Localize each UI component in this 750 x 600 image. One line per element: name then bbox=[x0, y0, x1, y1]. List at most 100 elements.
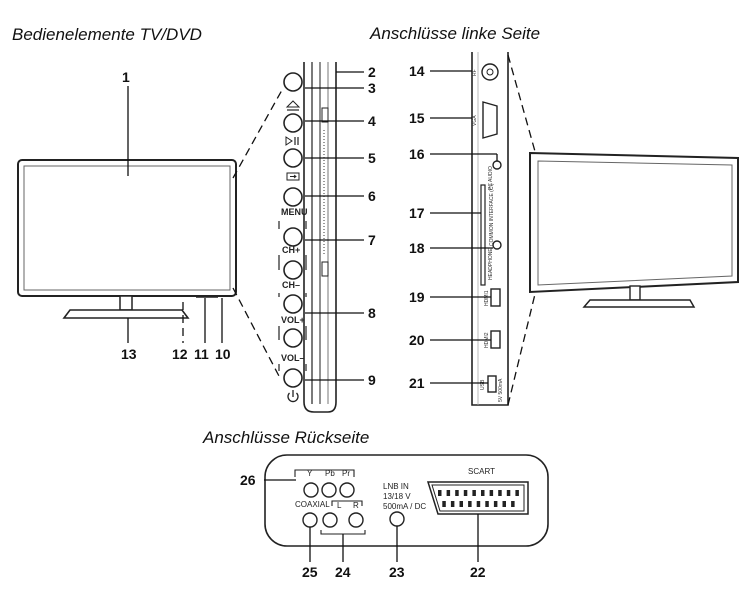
callout-11: 11 bbox=[194, 346, 209, 362]
scart-pin bbox=[506, 490, 511, 496]
scart-pin bbox=[498, 490, 502, 496]
usb-port bbox=[487, 375, 497, 393]
scart-pin bbox=[463, 490, 468, 496]
button-vol-plus[interactable] bbox=[283, 294, 303, 314]
callout-16: 16 bbox=[409, 146, 425, 162]
tv-front bbox=[17, 159, 237, 319]
title-controls: Bedienelemente TV/DVD bbox=[12, 25, 202, 44]
label-lnb-2: 13/18 V bbox=[383, 492, 411, 501]
lnb-jack bbox=[389, 511, 405, 527]
pc-audio-jack bbox=[492, 160, 502, 170]
scart-pin bbox=[442, 501, 446, 507]
scart-pin bbox=[502, 501, 506, 507]
audio-r-jack bbox=[348, 512, 364, 528]
label-y: Y bbox=[307, 469, 313, 478]
button-vol-minus[interactable] bbox=[283, 328, 303, 348]
label-ch-minus: CH– bbox=[282, 280, 300, 290]
label-vga: VGA bbox=[472, 115, 478, 126]
callout-8: 8 bbox=[368, 305, 376, 321]
vga-port bbox=[482, 101, 498, 139]
callout-13: 13 bbox=[121, 346, 137, 362]
callout-6: 6 bbox=[368, 188, 376, 204]
side-button-panel bbox=[303, 62, 337, 413]
callout-24: 24 bbox=[335, 564, 351, 580]
scart-pin bbox=[472, 490, 476, 496]
label-lnb-1: LNB IN bbox=[383, 482, 409, 491]
headphone-jack bbox=[492, 240, 502, 250]
scart-pin bbox=[438, 490, 442, 496]
scart-pin bbox=[493, 501, 498, 507]
scart-pin bbox=[476, 501, 481, 507]
label-usb-power: 5V 500mA bbox=[498, 378, 504, 402]
coaxial-jack bbox=[302, 512, 318, 528]
scart-pin bbox=[450, 501, 455, 507]
label-coaxial: COAXIAL bbox=[295, 500, 330, 509]
callout-25: 25 bbox=[302, 564, 318, 580]
power-icon bbox=[287, 390, 299, 403]
label-r: R bbox=[353, 501, 359, 510]
title-left-side: Anschlüsse linke Seite bbox=[369, 24, 540, 43]
label-vol-minus: VOL– bbox=[281, 353, 305, 363]
ci-slot bbox=[480, 184, 486, 286]
eject-icon bbox=[285, 100, 301, 111]
callout-2: 2 bbox=[368, 64, 376, 80]
tv-side-view bbox=[529, 151, 739, 308]
callout-21: 21 bbox=[409, 375, 425, 391]
callout-5: 5 bbox=[368, 150, 376, 166]
scart-pin bbox=[455, 490, 459, 496]
scart-pin bbox=[489, 490, 494, 496]
rear-panel: Y Pb Pr L R COAXIAL LNB IN 13/18 V 500mA… bbox=[264, 454, 549, 547]
scart-pin bbox=[446, 490, 451, 496]
title-rear: Anschlüsse Rückseite bbox=[202, 428, 369, 447]
label-l: L bbox=[337, 501, 342, 510]
callout-4: 4 bbox=[368, 113, 376, 129]
callout-14: 14 bbox=[409, 63, 425, 79]
callout-17: 17 bbox=[409, 205, 425, 221]
label-hdmi1: HDMI1 bbox=[484, 290, 490, 306]
callout-23: 23 bbox=[389, 564, 405, 580]
scart-pin bbox=[515, 490, 519, 496]
button-play-pause[interactable] bbox=[283, 113, 303, 133]
scart-pin bbox=[459, 501, 463, 507]
label-pb: Pb bbox=[325, 469, 335, 478]
label-ch-plus: CH+ bbox=[282, 245, 300, 255]
label-rf: RF bbox=[472, 69, 478, 76]
pb-jack bbox=[321, 482, 337, 498]
label-ci: COMMON INTERFACE (CI) bbox=[489, 183, 495, 246]
callout-26: 26 bbox=[240, 472, 256, 488]
label-vol-plus: VOL+ bbox=[281, 315, 305, 325]
label-usb: USB bbox=[480, 379, 486, 390]
y-jack bbox=[303, 482, 319, 498]
hdmi2-port bbox=[490, 330, 501, 349]
button-ch-plus[interactable] bbox=[283, 227, 303, 247]
scart-pins bbox=[438, 490, 519, 507]
label-menu: MENU bbox=[281, 207, 308, 217]
button-power[interactable] bbox=[283, 368, 303, 388]
hdmi1-port bbox=[490, 288, 501, 307]
label-pc-audio: PC AUDIO bbox=[488, 166, 494, 190]
callout-12: 12 bbox=[172, 346, 188, 362]
play-pause-icon bbox=[285, 136, 299, 146]
button-ch-minus[interactable] bbox=[283, 260, 303, 280]
scart-port bbox=[426, 481, 529, 515]
callout-9: 9 bbox=[368, 372, 376, 388]
button-source[interactable] bbox=[283, 148, 303, 168]
label-lnb-3: 500mA / DC bbox=[383, 502, 426, 511]
source-icon bbox=[286, 172, 300, 181]
scart-pin bbox=[468, 501, 472, 507]
button-eject[interactable] bbox=[283, 72, 303, 92]
callout-10: 10 bbox=[215, 346, 231, 362]
label-scart: SCART bbox=[468, 467, 495, 476]
button-menu[interactable] bbox=[283, 187, 303, 207]
scart-pin bbox=[511, 501, 515, 507]
callout-1: 1 bbox=[122, 69, 130, 85]
callout-22: 22 bbox=[470, 564, 486, 580]
callout-20: 20 bbox=[409, 332, 425, 348]
label-headphone: HEADPHONE bbox=[488, 248, 494, 280]
label-pr: Pr bbox=[342, 469, 350, 478]
callout-19: 19 bbox=[409, 289, 425, 305]
scart-pin bbox=[481, 490, 485, 496]
callout-18: 18 bbox=[409, 240, 425, 256]
pr-jack bbox=[339, 482, 355, 498]
